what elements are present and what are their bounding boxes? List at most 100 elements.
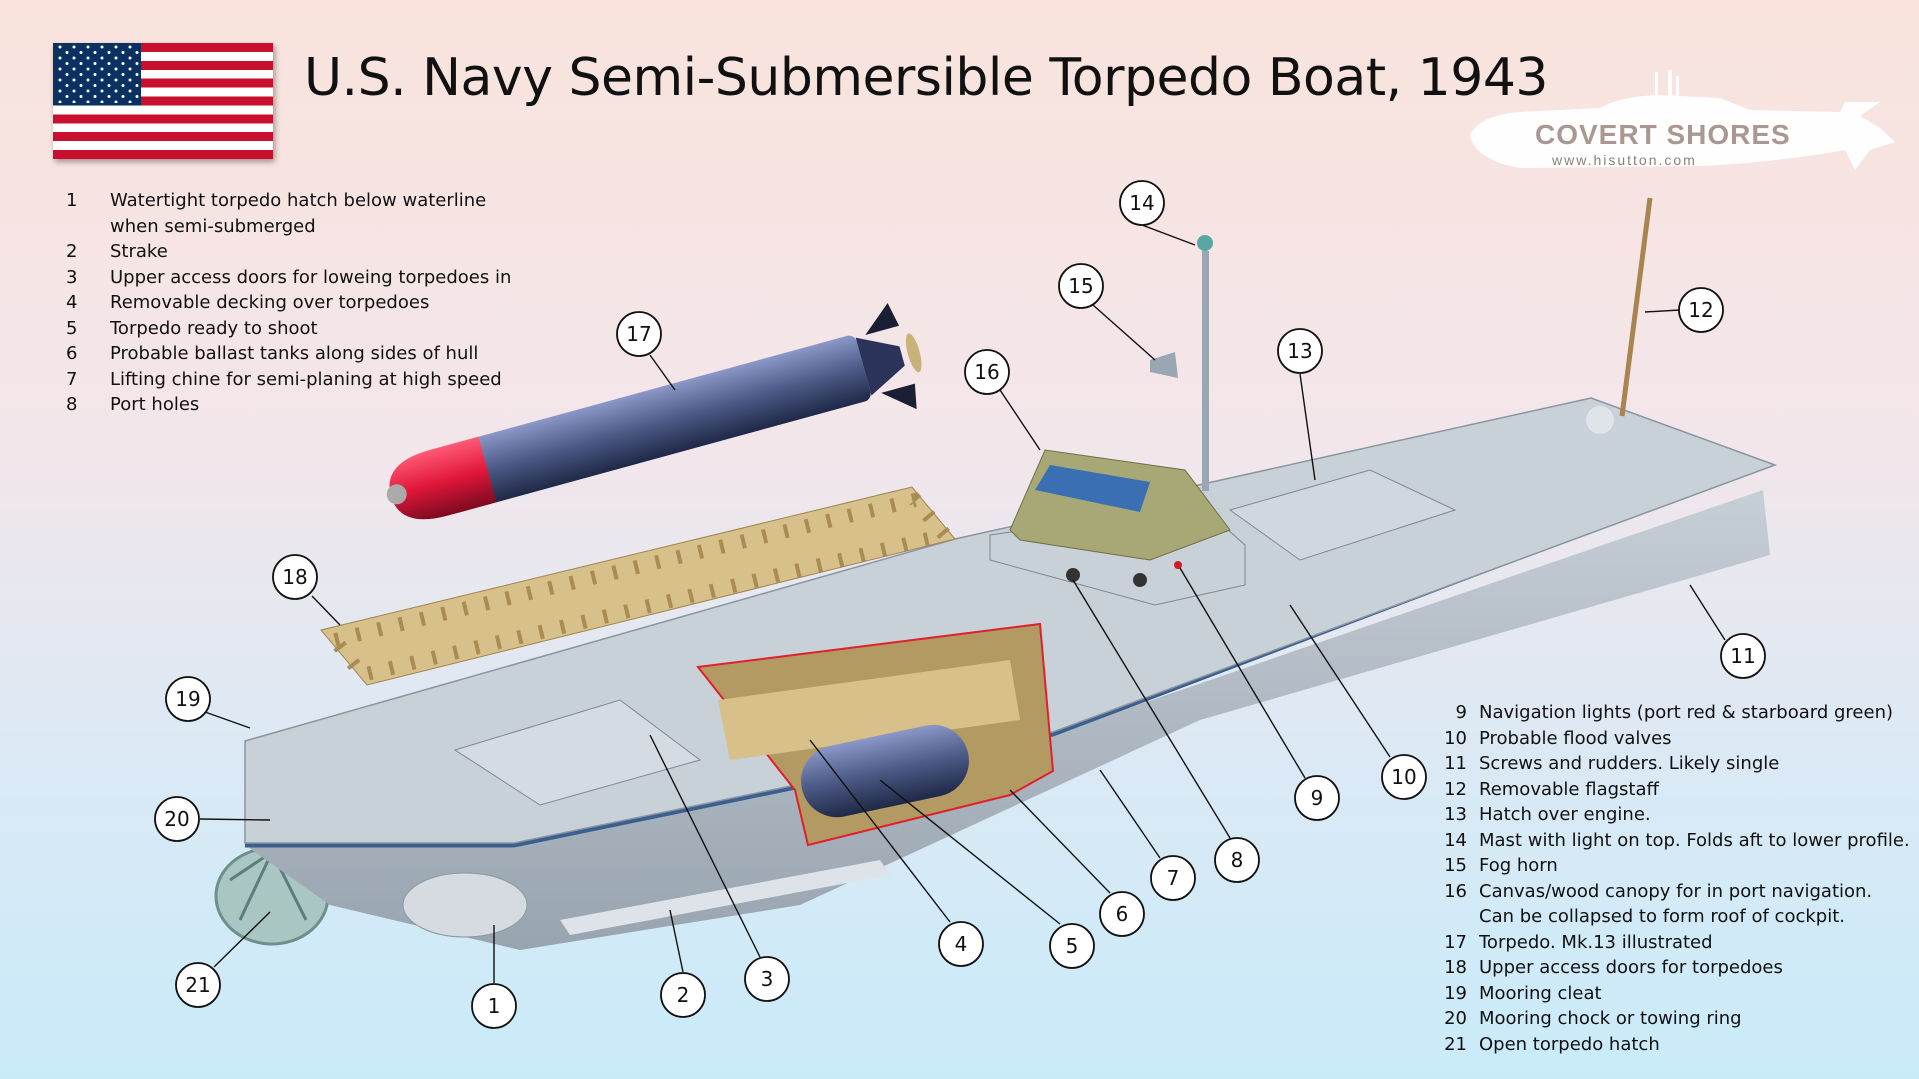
legend-number: 5 bbox=[66, 317, 78, 339]
legend-text: Upper access doors for torpedoes bbox=[1479, 957, 1783, 978]
legend-number: 13 bbox=[1444, 804, 1467, 825]
callout-18: 18 bbox=[272, 554, 318, 600]
callout-circle bbox=[175, 962, 221, 1008]
callout-circle bbox=[154, 796, 200, 842]
callout-number: 7 bbox=[1167, 866, 1180, 890]
legend-item: 16 Canvas/wood canopy for in port navigat… bbox=[1441, 879, 1911, 930]
legend-item: 7 Lifting chine for semi-planing at high … bbox=[66, 367, 536, 393]
legend-text: Mast with light on top. Folds aft to low… bbox=[1479, 829, 1910, 851]
callout-8: 8 bbox=[1214, 837, 1260, 883]
callout-15: 15 bbox=[1058, 263, 1104, 309]
callout-number: 8 bbox=[1231, 848, 1244, 872]
legend-number: 11 bbox=[1444, 753, 1467, 774]
legend-number: 14 bbox=[1444, 829, 1467, 851]
callout-6: 6 bbox=[1099, 891, 1145, 937]
legend-number: 10 bbox=[1444, 727, 1467, 749]
callout-number: 15 bbox=[1068, 274, 1093, 298]
callout-2: 2 bbox=[660, 972, 706, 1018]
legend-item: 1 Watertight torpedo hatch below waterlin… bbox=[66, 188, 536, 239]
callout-number: 1 bbox=[488, 994, 501, 1018]
callout-3: 3 bbox=[744, 956, 790, 1002]
us-flag bbox=[53, 43, 273, 159]
page-title: U.S. Navy Semi-Submersible Torpedo Boat,… bbox=[304, 48, 1548, 108]
callout-20: 20 bbox=[154, 796, 200, 842]
legend-number: 16 bbox=[1444, 880, 1467, 902]
callout-circle bbox=[1099, 891, 1145, 937]
legend-number: 12 bbox=[1444, 778, 1467, 800]
callout-13: 13 bbox=[1277, 328, 1323, 374]
callout-number: 13 bbox=[1287, 339, 1312, 363]
callout-circle bbox=[1049, 923, 1095, 969]
legend-item: 14 Mast with light on top. Folds aft to l… bbox=[1441, 828, 1911, 854]
cutaway-section bbox=[696, 622, 1055, 847]
strake bbox=[560, 860, 890, 935]
callout-9: 9 bbox=[1294, 775, 1340, 821]
flagstaff bbox=[1619, 197, 1653, 417]
legend-text: Strake bbox=[110, 241, 168, 262]
legend-number: 21 bbox=[1444, 1033, 1467, 1055]
callout-number: 21 bbox=[185, 973, 210, 997]
logo-url: www.hisutton.com bbox=[1552, 152, 1697, 168]
callout-number: 6 bbox=[1116, 902, 1129, 926]
callout-circle bbox=[1277, 328, 1323, 374]
callout-12: 12 bbox=[1678, 287, 1724, 333]
legend-text: Port holes bbox=[110, 394, 200, 415]
legend-number: 9 bbox=[1455, 702, 1467, 723]
legend-number: 1 bbox=[66, 190, 78, 211]
callout-14: 14 bbox=[1119, 180, 1165, 226]
legend-item: 11 Screws and rudders. Likely single bbox=[1441, 751, 1911, 777]
callout-number: 20 bbox=[164, 807, 189, 831]
callout-7: 7 bbox=[1150, 855, 1196, 901]
mast bbox=[1150, 235, 1213, 491]
callout-16: 16 bbox=[964, 349, 1010, 395]
fog-horn bbox=[1150, 352, 1178, 378]
callout-circle bbox=[1150, 855, 1196, 901]
callout-number: 18 bbox=[282, 565, 307, 589]
leader-lines bbox=[199, 224, 1726, 983]
callout-number: 12 bbox=[1688, 298, 1713, 322]
torpedo-in-tube bbox=[801, 724, 969, 818]
covert-shores-logo bbox=[1470, 70, 1895, 170]
callout-circle bbox=[1294, 775, 1340, 821]
legend-text: Fog horn bbox=[1479, 855, 1558, 876]
legend-number: 15 bbox=[1444, 855, 1467, 876]
legend-text: Lifting chine for semi-planing at high s… bbox=[110, 368, 502, 390]
engine-hatch bbox=[1228, 469, 1457, 561]
legend-text: Probable ballast tanks along sides of hu… bbox=[110, 343, 479, 364]
legend-number: 3 bbox=[66, 266, 78, 288]
legend-text: Mooring chock or towing ring bbox=[1479, 1008, 1742, 1029]
callout-10: 10 bbox=[1381, 754, 1427, 800]
callout-circle bbox=[1119, 180, 1165, 226]
legend-text: Watertight torpedo hatch below waterline… bbox=[110, 190, 487, 237]
legend-number: 8 bbox=[66, 394, 78, 415]
legend-item: 8 Port holes bbox=[66, 392, 536, 418]
legend-number: 7 bbox=[66, 368, 78, 390]
callout-circle bbox=[964, 349, 1010, 395]
callout-circle bbox=[660, 972, 706, 1018]
callout-circle bbox=[616, 311, 662, 357]
nav-light bbox=[1174, 561, 1182, 569]
legend-text: Upper access doors for loweing torpedoes… bbox=[110, 266, 512, 288]
legend-text: Screws and rudders. Likely single bbox=[1479, 753, 1780, 774]
callout-circle bbox=[471, 983, 517, 1029]
logo-title: COVERT SHORES bbox=[1535, 119, 1791, 150]
legend-text: Canvas/wood canopy for in port navigatio… bbox=[1479, 880, 1873, 928]
callout-circle bbox=[938, 921, 984, 967]
callout-21: 21 bbox=[175, 962, 221, 1008]
callout-circle bbox=[1214, 837, 1260, 883]
legend-text: Mooring cleat bbox=[1479, 982, 1602, 1004]
legend-text: Torpedo. Mk.13 illustrated bbox=[1479, 931, 1713, 953]
callout-11: 11 bbox=[1720, 633, 1766, 679]
legend-number: 6 bbox=[66, 343, 78, 364]
callout-number: 5 bbox=[1066, 934, 1079, 958]
